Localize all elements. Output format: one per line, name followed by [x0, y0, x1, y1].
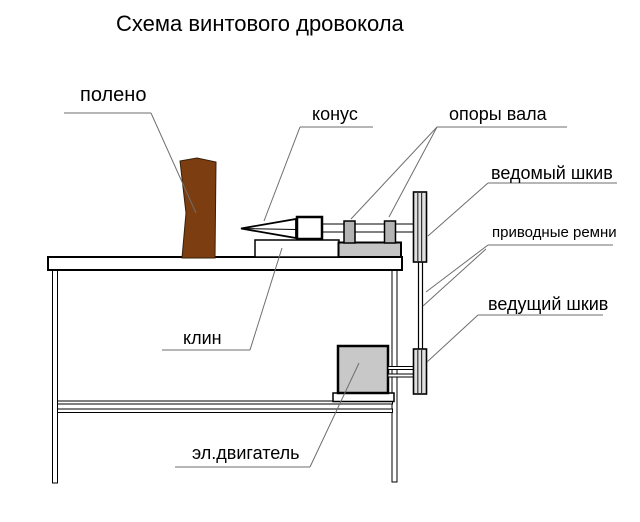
tabletop: [47, 256, 403, 271]
label-drive-belts: приводные ремни: [492, 224, 617, 241]
label-shaft-supports: опоры вала: [449, 104, 547, 124]
table-leg-left: [52, 269, 58, 484]
leader-belt-2: [422, 248, 487, 307]
main-shaft: [320, 223, 414, 233]
leader-cone: [263, 126, 301, 222]
cone-axis-line: [242, 228, 297, 230]
label-wedge: клин: [183, 328, 222, 348]
leader-driven-pulley: [427, 182, 489, 237]
shelf-rail-top: [57, 400, 393, 405]
label-cone: конус: [312, 104, 358, 124]
leader-belt-1: [425, 244, 489, 293]
bearing-block: [295, 215, 324, 241]
shaft-support-left: [343, 220, 356, 244]
leader-support-right: [388, 126, 438, 218]
label-motor: эл.двигатель: [192, 443, 300, 463]
driven-pulley: [412, 191, 428, 263]
label-driving-pulley: ведущий шкив: [488, 294, 609, 314]
motor-shaft-upper: [387, 366, 415, 370]
wedge-plate: [254, 239, 340, 258]
motor-shaft-lower: [387, 373, 415, 378]
motor-body: [336, 344, 390, 395]
leader-support-left: [350, 126, 438, 220]
motor-base-plate: [332, 392, 395, 403]
leader-lines: [64, 112, 617, 468]
label-driven-pulley: ведомый шкив: [491, 163, 613, 183]
shelf-rail-bottom: [57, 408, 393, 413]
diagram-title: Схема винтового дровокола: [116, 11, 404, 36]
log-shape: [179, 157, 217, 259]
leader-motor: [309, 362, 360, 468]
support-base-plate: [337, 241, 402, 258]
leader-wedge: [249, 247, 283, 351]
driving-pulley: [412, 348, 428, 395]
leader-log: [150, 112, 197, 214]
label-log: полено: [80, 84, 147, 106]
shaft-support-right: [383, 220, 397, 244]
leader-driving-pulley: [426, 314, 479, 363]
